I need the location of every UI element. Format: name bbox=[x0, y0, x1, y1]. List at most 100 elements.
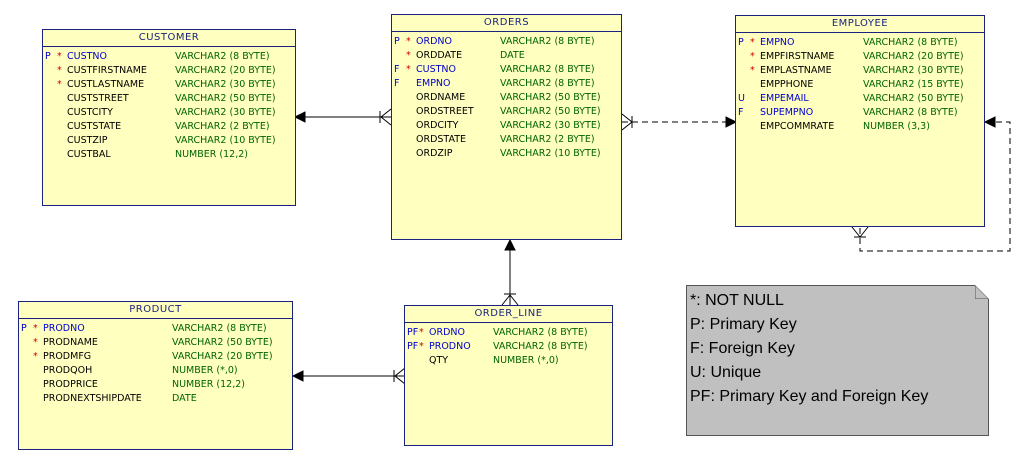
column-name: SUPEMPNO bbox=[760, 107, 814, 118]
column-name: EMPNO bbox=[416, 78, 451, 89]
column-name: ORDSTATE bbox=[416, 134, 467, 145]
column-name: EMPFIRSTNAME bbox=[760, 51, 835, 62]
entity-title: ORDER_LINE bbox=[405, 306, 612, 323]
column-type: VARCHAR2 (8 BYTE) bbox=[172, 323, 267, 334]
note-fold-icon bbox=[975, 285, 989, 299]
column-type: VARCHAR2 (10 BYTE) bbox=[175, 135, 276, 146]
column-row[interactable]: QTY NUMBER (*,0) bbox=[405, 354, 612, 368]
column-type: VARCHAR2 (50 BYTE) bbox=[172, 337, 273, 348]
entity-title: CUSTOMER bbox=[43, 30, 295, 47]
not-null-marker: * bbox=[419, 327, 424, 338]
column-name: EMPLASTNAME bbox=[760, 65, 832, 76]
key-marker: F bbox=[738, 107, 744, 118]
column-row[interactable]: * EMPLASTNAME VARCHAR2 (30 BYTE) bbox=[736, 64, 984, 78]
column-type: VARCHAR2 (50 BYTE) bbox=[500, 92, 601, 103]
column-name: EMPNO bbox=[760, 37, 795, 48]
column-name: CUSTSTATE bbox=[67, 121, 122, 132]
not-null-marker: * bbox=[406, 64, 411, 75]
not-null-marker: * bbox=[57, 51, 62, 62]
column-name: CUSTNO bbox=[416, 64, 457, 75]
arrow-head bbox=[725, 116, 738, 128]
column-type: VARCHAR2 (8 BYTE) bbox=[863, 107, 958, 118]
arrow-head bbox=[291, 370, 304, 382]
column-row[interactable]: * CUSTFIRSTNAME VARCHAR2 (20 BYTE) bbox=[43, 64, 295, 78]
column-name: PRODNEXTSHIPDATE bbox=[43, 393, 142, 404]
column-type: VARCHAR2 (8 BYTE) bbox=[175, 51, 270, 62]
column-name: PRODQOH bbox=[43, 365, 93, 376]
column-type: VARCHAR2 (30 BYTE) bbox=[863, 65, 964, 76]
not-null-marker: * bbox=[750, 51, 755, 62]
column-row[interactable]: PRODNEXTSHIPDATE DATE bbox=[19, 392, 292, 406]
column-name: ORDCITY bbox=[416, 120, 459, 131]
key-marker: P bbox=[21, 323, 27, 334]
column-type: VARCHAR2 (10 BYTE) bbox=[500, 148, 601, 159]
column-name: ORDNO bbox=[429, 327, 465, 338]
not-null-marker: * bbox=[57, 65, 62, 76]
column-type: DATE bbox=[500, 50, 525, 61]
not-null-marker: * bbox=[750, 65, 755, 76]
legend-line: *: NOT NULL bbox=[690, 292, 784, 309]
column-row[interactable]: F SUPEMPNO VARCHAR2 (8 BYTE) bbox=[736, 106, 984, 120]
legend-note: *: NOT NULL P: Primary Key F: Foreign Ke… bbox=[686, 285, 989, 436]
column-name: PRODPRICE bbox=[43, 379, 98, 390]
column-type: NUMBER (*,0) bbox=[493, 355, 559, 366]
column-row[interactable]: PRODPRICE NUMBER (12,2) bbox=[19, 378, 292, 392]
entity-title: EMPLOYEE bbox=[736, 16, 984, 33]
arrow-head bbox=[504, 238, 516, 251]
rel-employee-self bbox=[859, 121, 1011, 252]
column-type: VARCHAR2 (50 BYTE) bbox=[175, 93, 276, 104]
column-type: DATE bbox=[172, 393, 197, 404]
column-name: EMPEMAIL bbox=[760, 93, 809, 104]
column-name: CUSTSTREET bbox=[67, 93, 129, 104]
column-name: QTY bbox=[429, 355, 449, 366]
column-type: VARCHAR2 (8 BYTE) bbox=[493, 327, 588, 338]
key-marker: P bbox=[738, 37, 744, 48]
entity-employee[interactable]: EMPLOYEE P * EMPNO VARCHAR2 (8 BYTE) * EMPFIR… bbox=[735, 15, 985, 227]
column-type: VARCHAR2 (30 BYTE) bbox=[175, 79, 276, 90]
column-type: VARCHAR2 (8 BYTE) bbox=[863, 37, 958, 48]
column-type: VARCHAR2 (20 BYTE) bbox=[175, 65, 276, 76]
column-type: NUMBER (12,2) bbox=[172, 379, 245, 390]
not-null-marker: * bbox=[406, 50, 411, 61]
arrow-head bbox=[293, 111, 306, 123]
column-name: PRODNO bbox=[429, 341, 471, 352]
column-type: NUMBER (12,2) bbox=[175, 149, 248, 160]
not-null-marker: * bbox=[406, 36, 411, 47]
column-type: VARCHAR2 (8 BYTE) bbox=[500, 36, 595, 47]
column-type: VARCHAR2 (20 BYTE) bbox=[172, 351, 273, 362]
column-row[interactable]: CUSTSTREET VARCHAR2 (50 BYTE) bbox=[43, 92, 295, 106]
column-name: CUSTFIRSTNAME bbox=[67, 65, 147, 76]
column-name: CUSTNO bbox=[67, 51, 108, 62]
